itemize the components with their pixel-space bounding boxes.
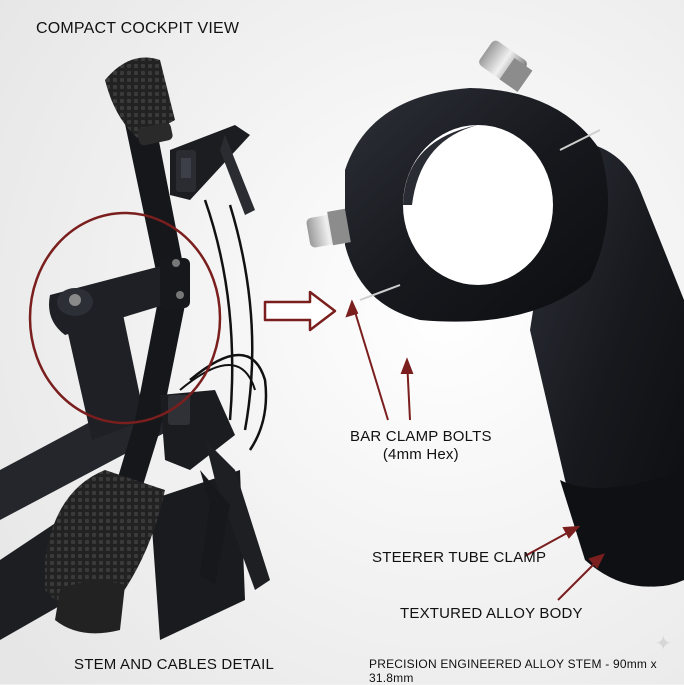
bar-clamp-bolts-line2: (4mm Hex): [382, 446, 459, 463]
footer-left-caption: STEM AND CABLES DETAIL: [74, 656, 275, 673]
pointer-arrow: [263, 290, 337, 332]
textured-alloy-body-label: TEXTURED ALLOY BODY: [400, 605, 583, 622]
bike-cockpit-illustration: [0, 57, 270, 640]
steerer-tube-clamp-label: STEERER TUBE CLAMP: [372, 549, 547, 566]
footer-right-caption: PRECISION ENGINEERED ALLOY STEM - 90mm x…: [369, 657, 657, 685]
sparkle-icon: ✦: [655, 633, 672, 655]
stem-closeup: [306, 40, 684, 587]
bar-clamp-bolt-left: [306, 208, 351, 248]
mounted-stem: [49, 258, 190, 335]
bar-clamp-bolt-right: [479, 40, 533, 92]
page-title: COMPACT COCKPIT VIEW: [36, 20, 240, 37]
callout-lines: [345, 299, 605, 601]
bar-clamp-bolts-label: BAR CLAMP BOLTS (4mm Hex): [350, 428, 492, 464]
upper-grip: [105, 57, 175, 146]
lower-grip: [45, 470, 165, 634]
highlight-circle: [28, 211, 222, 425]
bar-clamp-bolts-line1: BAR CLAMP BOLTS: [350, 428, 492, 445]
